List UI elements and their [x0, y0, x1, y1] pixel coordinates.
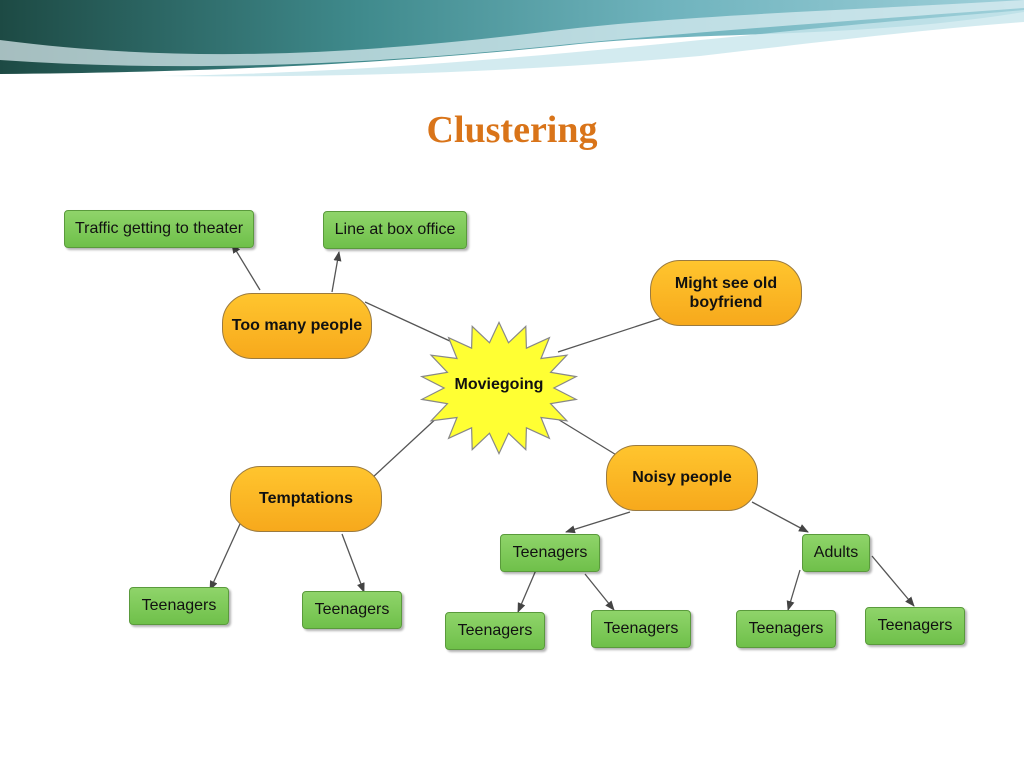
arrow-to-traffic	[231, 243, 261, 291]
arrow-to-teen-b	[584, 573, 615, 611]
leaf-teenagers-sub-a: Teenagers	[445, 612, 545, 650]
arrow-to-line	[331, 251, 342, 293]
arrow-to-temptations-a	[209, 523, 241, 591]
leaf-traffic-getting-to-theater: Traffic getting to theater	[64, 210, 254, 248]
arrow-to-adult-b	[871, 555, 915, 607]
page-title: Clustering	[426, 109, 598, 151]
center-label: Moviegoing	[454, 376, 544, 393]
leaf-adults-sub-a: Teenagers	[736, 610, 836, 648]
cluster-too-many-people: Too many people	[222, 293, 372, 359]
link-center-might-see	[557, 317, 663, 353]
leaf-temptations-teenagers-a: Teenagers	[129, 587, 229, 625]
leaf-teenagers-sub-b: Teenagers	[591, 610, 691, 648]
leaf-noisy-adults: Adults	[802, 534, 870, 572]
leaf-temptations-teenagers-b: Teenagers	[302, 591, 402, 629]
leaf-line-at-box-office: Line at box office	[323, 211, 467, 249]
arrow-to-noisy-teenagers	[565, 511, 631, 534]
leaf-adults-sub-b: Teenagers	[865, 607, 965, 645]
header-banner	[0, 0, 1024, 80]
cluster-temptations: Temptations	[230, 466, 382, 532]
arrow-to-noisy-adults	[751, 501, 809, 533]
link-center-noisy	[555, 417, 619, 457]
arrow-to-temptations-b	[341, 533, 365, 593]
link-center-temptations	[371, 414, 441, 479]
link-center-too-many	[364, 301, 453, 343]
leaf-noisy-teenagers: Teenagers	[500, 534, 600, 572]
arrow-to-adult-a	[786, 569, 801, 611]
cluster-might-see-old-boyfriend: Might see old boyfriend	[650, 260, 802, 326]
cluster-noisy-people: Noisy people	[606, 445, 758, 511]
center-starburst	[419, 320, 579, 456]
arrow-to-teen-a	[517, 569, 537, 613]
